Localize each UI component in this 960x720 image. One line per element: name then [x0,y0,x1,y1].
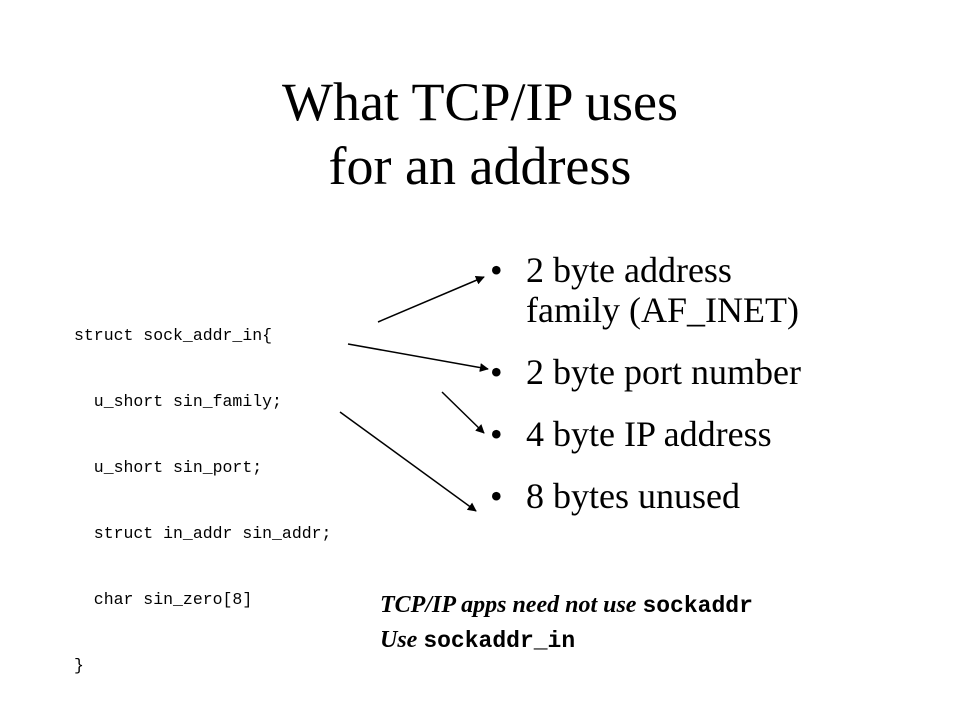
bullet-icon: • [490,414,503,454]
code-line-sin-zero: char sin_zero[8] [74,590,253,609]
code-line-struct-open: struct sock_addr_in{ [74,326,273,345]
list-item-text: 2 byte port number [526,352,801,392]
usage-note-text: TCP/IP apps need not use [380,592,643,618]
slide-title-line-2: for an address [328,136,632,196]
list-item-text: 4 byte IP address [526,414,772,454]
list-item-unused-bytes: • 8 bytes unused [490,476,801,516]
list-item-ip-address: • 4 byte IP address [490,414,801,454]
field-description-list: • 2 byte address family (AF_INET) • 2 by… [490,250,801,516]
usage-note-line-2: Use sockaddr_in [380,623,753,658]
bullet-icon: • [490,476,503,516]
usage-note-code-sockaddr: sockaddr [642,593,753,619]
usage-note: TCP/IP apps need not use sockaddr Use so… [380,588,753,658]
list-item-port-number: • 2 byte port number [490,352,801,392]
bullet-icon: • [490,250,503,290]
list-item-text: 2 byte address [526,250,732,290]
arrow-sin-zero-to-unused-bytes [339,411,477,512]
arrow-sin-port-to-port-number [347,343,489,373]
list-item-text: 8 bytes unused [526,476,740,516]
usage-note-line-1: TCP/IP apps need not use sockaddr [380,588,753,623]
list-item-address-family: • 2 byte address family (AF_INET) [490,250,801,330]
usage-note-code-sockaddr-in: sockaddr_in [423,628,576,654]
code-line-sin-port: u_short sin_port; [74,458,263,477]
bullet-icon: • [490,352,503,392]
slide-title-line-1: What TCP/IP uses [281,72,678,132]
arrow-sin-family-to-address-family [377,276,485,323]
usage-note-text: Use [380,627,424,653]
arrow-sin-addr-to-ip-address [441,391,485,434]
code-line-sin-addr: struct in_addr sin_addr; [74,524,332,543]
code-line-struct-close: } [74,656,84,675]
list-item-text: family (AF_INET) [526,290,799,330]
slide-title: What TCP/IP uses for an address [0,70,960,198]
code-line-sin-family: u_short sin_family; [74,392,282,411]
struct-code-block: struct sock_addr_in{ u_short sin_family;… [74,281,331,699]
